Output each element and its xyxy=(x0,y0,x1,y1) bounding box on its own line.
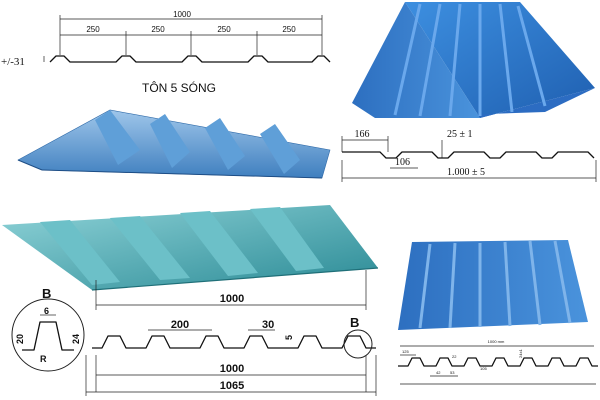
dim-5-label: 5 xyxy=(284,335,294,340)
small-42-label: 42 xyxy=(436,370,441,375)
detail-24-label: 24 xyxy=(71,334,81,344)
detail-b-circle: B 6 20 24 R xyxy=(11,286,85,372)
top-right-sheet-photo xyxy=(352,2,595,118)
small-125-label: 125 xyxy=(402,349,409,354)
total-width-label: 1000 xyxy=(173,10,191,19)
small-105-label: 105 xyxy=(480,366,487,371)
segment-label-3: 250 xyxy=(217,25,231,34)
segment-label-2: 250 xyxy=(151,25,165,34)
dim-30-label: 30 xyxy=(262,319,274,331)
dim-1000-bottom-label: 1000 xyxy=(220,363,244,375)
small-22-label: 22 xyxy=(452,354,457,359)
small-53-label: 53 xyxy=(450,370,455,375)
sheet-width-label: 1000 xyxy=(220,293,244,305)
detail-20-label: 20 xyxy=(15,334,25,344)
bottom-left-profile-line xyxy=(92,335,376,349)
dim-106-label: 106 xyxy=(395,157,410,168)
bottom-right-sheet-3d xyxy=(398,240,588,330)
bottom-left-sheet-3d xyxy=(2,205,379,291)
product-title: TÔN 5 SÓNG xyxy=(142,80,216,95)
height-tolerance-label: +/-31 xyxy=(1,56,25,68)
dim-25-label: 25 ± 1 xyxy=(447,129,473,140)
dim-200-label: 200 xyxy=(171,319,189,331)
dim-166-label: 166 xyxy=(355,129,370,140)
five-rib-profile-line xyxy=(49,55,331,63)
bottom-left-profile-diagram: 200 30 5 B 1000 1065 xyxy=(85,315,377,396)
bottom-right-profile-diagram: 1000 mm 125 22 24±1 105 42 53 xyxy=(398,339,598,385)
marker-b-label: B xyxy=(350,315,359,330)
segment-label-1: 250 xyxy=(86,25,100,34)
dim-1065-label: 1065 xyxy=(220,380,244,392)
detail-r-label: R xyxy=(40,354,47,364)
small-24-label: 24±1 xyxy=(518,348,523,358)
top-left-sheet-3d xyxy=(17,109,331,179)
detail-letter: B xyxy=(42,286,51,301)
segment-label-4: 250 xyxy=(282,25,296,34)
top-left-profile-diagram: 1000 250 250 250 250 +/-31 TÔN 5 SÓNG xyxy=(1,10,331,95)
mid-right-profile-line xyxy=(342,151,595,159)
small-profile-line xyxy=(398,357,598,367)
mid-right-profile-diagram: 166 25 ± 1 106 1.000 ± 5 xyxy=(341,129,597,182)
detail-6-label: 6 xyxy=(44,306,49,316)
sheet-width-dimension: 1000 xyxy=(95,270,367,310)
small-top-dim-label: 1000 mm xyxy=(488,339,505,344)
dim-1000-label: 1.000 ± 5 xyxy=(447,167,485,178)
